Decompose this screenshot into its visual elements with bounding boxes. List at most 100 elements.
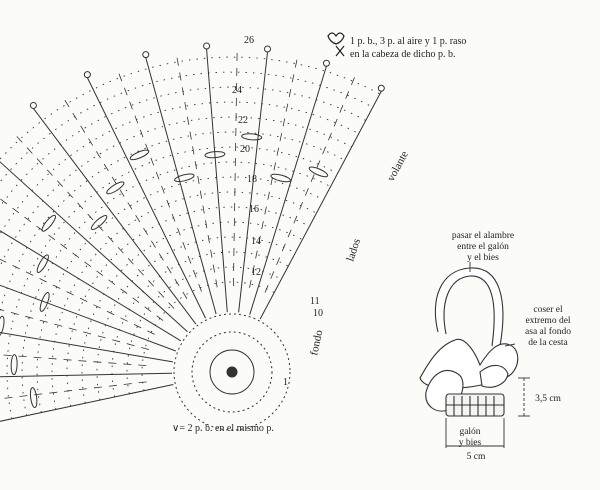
picot-mark	[203, 42, 211, 50]
chain-loop	[270, 173, 291, 183]
stitch-row	[0, 116, 352, 268]
stitch-mark	[108, 362, 117, 364]
stitch-mark	[83, 331, 92, 335]
chain-loop	[36, 254, 49, 274]
stitch-mark	[72, 252, 80, 259]
stitch-mark	[288, 88, 292, 97]
stitch-mark	[198, 283, 202, 292]
stitch-mark	[3, 354, 12, 357]
fan-spoke	[259, 90, 382, 320]
stitch-mark	[64, 390, 73, 392]
picot-mark	[83, 71, 91, 79]
stitch-mark	[287, 229, 292, 238]
stitch-mark	[88, 138, 94, 146]
stitch-mark	[255, 250, 258, 259]
stitch-mark	[184, 102, 187, 111]
label-volante: volante	[385, 149, 411, 183]
stitch-mark	[26, 147, 33, 154]
stitch-mark	[19, 395, 28, 397]
legend-picot-line1: 1 p. b., 3 p. al aire y 1 p. raso	[350, 36, 466, 47]
stitch-mark	[48, 234, 56, 241]
picot-mark	[377, 84, 385, 92]
chain-loop	[106, 181, 125, 195]
row-numbers: 26 24 22 20 18 16 14 12 11 10 1	[232, 35, 323, 388]
stitch-row	[0, 101, 359, 235]
stitch-mark	[161, 185, 165, 194]
stitch-mark	[33, 356, 42, 359]
stitch-mark	[182, 241, 186, 250]
stitch-mark	[93, 304, 101, 309]
stitch-marks	[0, 53, 381, 419]
note-sew-4: de la cesta	[528, 338, 568, 348]
fan-spoke	[0, 161, 188, 333]
stitch-mark	[294, 59, 298, 68]
stitch-mark	[72, 112, 78, 121]
stitch-mark	[215, 279, 218, 288]
stitch-mark	[205, 220, 208, 229]
stitch-mark	[25, 271, 34, 276]
stitch-mark	[181, 87, 185, 96]
stitch-mark	[322, 146, 327, 155]
stitch-mark	[119, 189, 125, 197]
stitch-mark	[60, 243, 68, 250]
stitch-mark	[158, 291, 165, 298]
stitch-mark	[339, 105, 344, 113]
chain-loop	[90, 215, 108, 231]
stitch-mark	[52, 284, 61, 289]
stitch-mark	[34, 393, 43, 396]
stitch-mark	[158, 253, 164, 261]
stitch-mark	[77, 202, 84, 210]
stitch-mark	[123, 87, 128, 96]
stitch-mark	[96, 270, 104, 276]
stitch-mark	[39, 319, 48, 323]
stitch-mark	[202, 205, 205, 214]
fan-spoke	[206, 48, 228, 313]
row-number: 12	[251, 267, 261, 278]
stitch-mark	[138, 364, 147, 367]
stitch-mark	[328, 132, 332, 141]
stitch-mark	[66, 291, 74, 296]
stitch-mark	[123, 363, 132, 365]
stitch-mark	[97, 224, 104, 232]
chain-loop	[39, 292, 50, 312]
stitch-mark	[87, 213, 94, 221]
stitch-mark	[281, 243, 286, 252]
stitch-row	[51, 191, 317, 410]
stitch-mark	[134, 115, 139, 124]
fan-spokes	[0, 48, 382, 422]
picot-row	[29, 42, 385, 109]
stitch-mark	[57, 180, 63, 187]
chain-loop	[308, 166, 329, 178]
fan-spoke	[0, 284, 176, 352]
stitch-mark	[18, 355, 27, 358]
stitch-mark	[299, 201, 304, 210]
row-number: 24	[232, 85, 242, 96]
stitch-row	[0, 71, 373, 183]
stitch-mark	[127, 202, 133, 210]
fan-spoke	[249, 66, 327, 315]
row-number: 11	[310, 296, 320, 307]
note-wire-1: pasar el alambre	[452, 231, 514, 241]
stitch-mark	[156, 315, 164, 321]
stitch-mark	[144, 306, 152, 312]
row-number: 20	[240, 144, 250, 155]
note-wire-2: entre el galón	[457, 242, 509, 252]
stitch-mark	[25, 315, 34, 319]
stitch-row	[6, 146, 338, 419]
stitch-mark	[291, 74, 295, 83]
stitch-mark	[132, 297, 140, 303]
stitch-mark	[150, 157, 155, 166]
basket-height: 3,5 cm	[535, 394, 561, 404]
stitch-mark	[310, 174, 315, 182]
stitch-mark	[252, 265, 255, 274]
label-lados: lados	[344, 237, 363, 263]
row-number: 16	[249, 204, 259, 215]
stitch-mark	[84, 261, 92, 268]
stitch-mark	[67, 191, 74, 199]
stitch-mark	[97, 335, 106, 339]
chain-loop	[10, 354, 18, 376]
stitch-mark	[39, 278, 47, 283]
stitch-mark	[151, 240, 156, 248]
stitch-mark	[63, 359, 72, 361]
